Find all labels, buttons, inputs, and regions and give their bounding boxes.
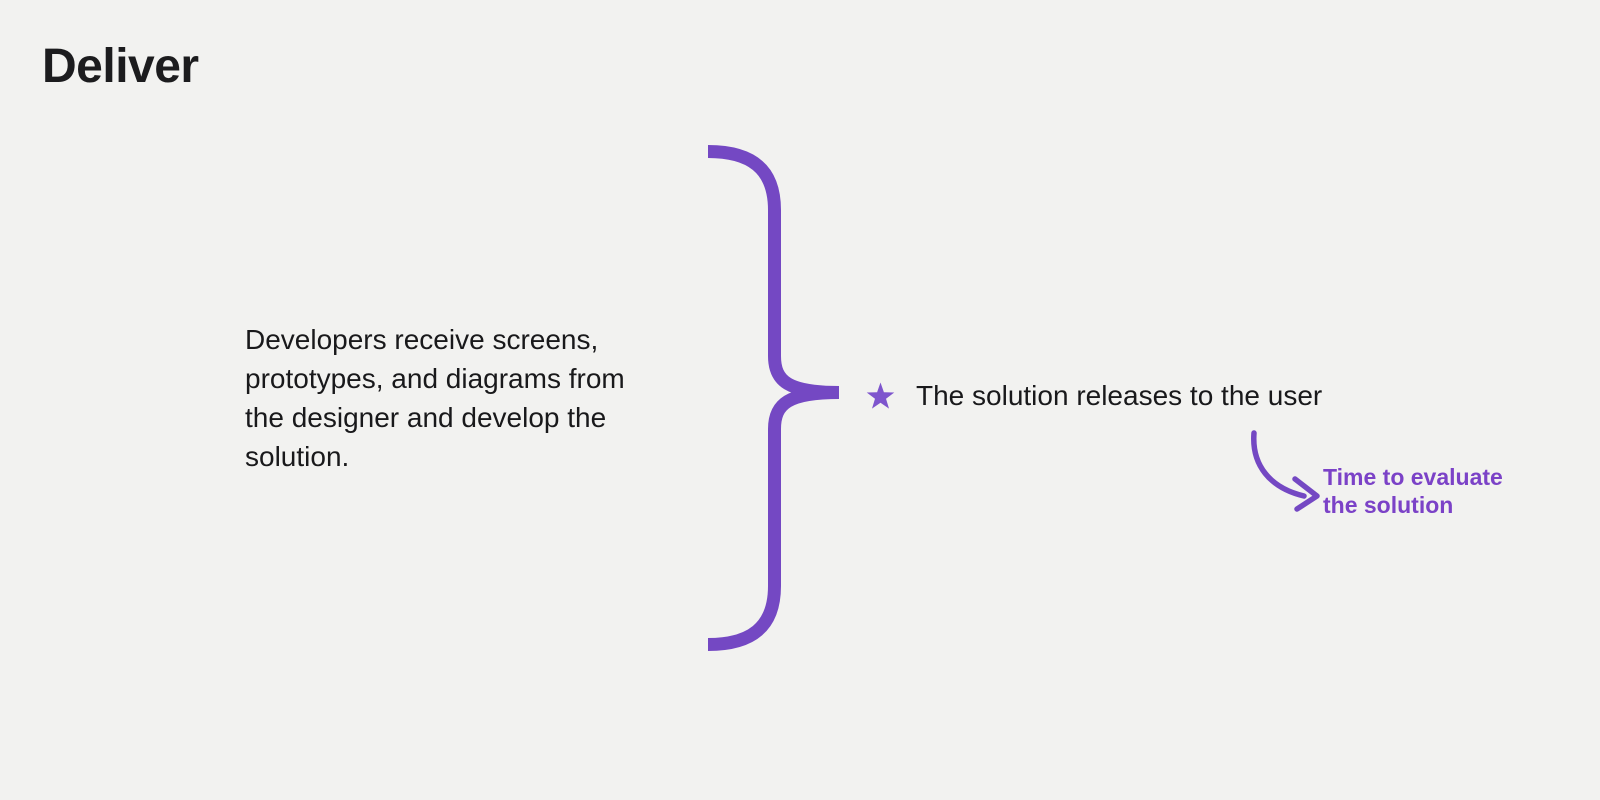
page-title: Deliver bbox=[42, 40, 199, 93]
star-icon-shape bbox=[866, 382, 895, 409]
curly-brace-upper bbox=[707, 145, 840, 399]
annotation-line: Time to evaluate bbox=[1323, 464, 1503, 490]
outcome-item: The solution releases to the user bbox=[866, 377, 1322, 415]
curly-brace-lower bbox=[707, 386, 840, 651]
description-text: Developers receive screens, prototypes, … bbox=[245, 320, 625, 476]
outcome-label: The solution releases to the user bbox=[916, 380, 1323, 411]
description-line: solution. bbox=[245, 441, 350, 472]
annotation-text: Time to evaluate the solution bbox=[1323, 463, 1503, 519]
curly-brace-shape bbox=[707, 145, 840, 651]
curved-arrow-head bbox=[1292, 476, 1320, 512]
star-icon bbox=[866, 382, 895, 409]
curved-arrow-icon bbox=[1251, 430, 1320, 512]
description-line: Developers receive screens, bbox=[245, 324, 599, 355]
description-line: the designer and develop the bbox=[245, 402, 607, 433]
description-line: prototypes, and diagrams from bbox=[245, 363, 625, 394]
curved-arrow-line bbox=[1251, 430, 1307, 499]
annotation-line: the solution bbox=[1323, 492, 1454, 518]
